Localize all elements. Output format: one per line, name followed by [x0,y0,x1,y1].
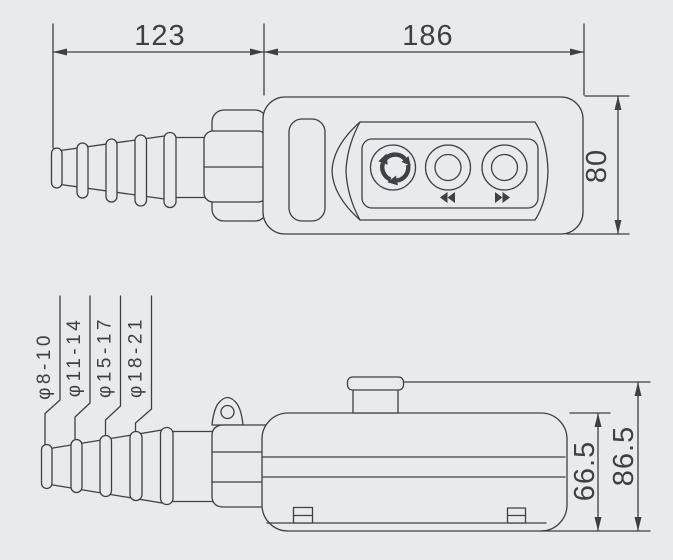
boot-rib [40,443,53,490]
arrowhead [634,517,642,531]
eyelet-hole [220,404,235,420]
boot-rib [76,142,89,199]
hanging-eyelet [211,396,244,426]
boot-rib [105,138,118,203]
panel-bevel-arc [345,121,361,221]
knob-cap [346,376,405,391]
double-left-arrow-icon [440,192,455,203]
cover-clip [292,506,314,524]
rotary-button[interactable] [369,144,417,191]
dim-label-boot-length: 123 [134,20,185,52]
button-panel [331,121,549,221]
knob-stem [352,386,399,414]
double-right-arrow-icon [495,192,510,203]
leader-line [44,295,61,445]
dim-label-body-width: 80 [581,149,613,183]
arrowhead [570,48,584,56]
dimension-186: 186 [263,20,585,96]
arrowhead [264,48,278,56]
boot-rib [50,147,63,189]
button-right-outer [481,144,528,191]
dim-label-body-height: 66.5 [569,441,601,501]
cable-range-label: φ18-21 [126,316,147,398]
top-view [50,96,584,235]
dimension-123: 123 [52,20,265,149]
gland-nut-side [211,424,267,508]
cover-clip [506,507,527,524]
boot-rib [134,134,148,207]
body-side-view [261,412,568,532]
arrowhead [614,96,622,110]
arrowhead [634,382,642,396]
dim-label-body-length: 186 [402,20,453,52]
boot-rib [159,426,174,506]
button-left-inner [434,153,462,182]
estop-knob-side [346,376,405,414]
button-left[interactable] [424,144,472,191]
cable-range-callouts: φ8-10 φ11-14 φ15-17 φ18-21 [34,295,153,445]
rotate-clockwise-arrows-icon [378,152,411,186]
label-window [288,118,326,222]
dimension-66-5: 66.5 [569,412,611,532]
arrowhead [53,48,67,56]
boot-rib [163,131,177,209]
arrowhead [594,517,602,531]
strain-relief-boot-side [40,426,215,506]
arrowhead [250,48,264,56]
arrowhead [614,220,622,234]
boot-rib [129,430,143,502]
leader-line [134,295,153,432]
gland-nut-block [211,424,267,508]
side-view [40,376,568,532]
leader-line [104,295,122,436]
gland-nut-top [203,109,268,222]
cable-range-label: φ8-10 [34,332,55,400]
eyelet-tab [211,396,244,426]
boot-rib [99,434,113,498]
leader-line [74,295,91,440]
button-right-inner [490,153,519,182]
cable-range-label: φ15-17 [95,316,116,398]
button-right[interactable] [481,144,528,191]
dimension-80: 80 [566,95,630,235]
cable-range-label: φ11-14 [64,317,85,398]
dim-label-total-height: 86.5 [608,426,640,486]
button-left-outer [424,144,472,191]
boot-rib [70,438,83,494]
dimension-86-5: 86.5 [403,381,651,532]
strain-relief-boot-top [50,131,213,209]
arrowhead [594,413,602,427]
